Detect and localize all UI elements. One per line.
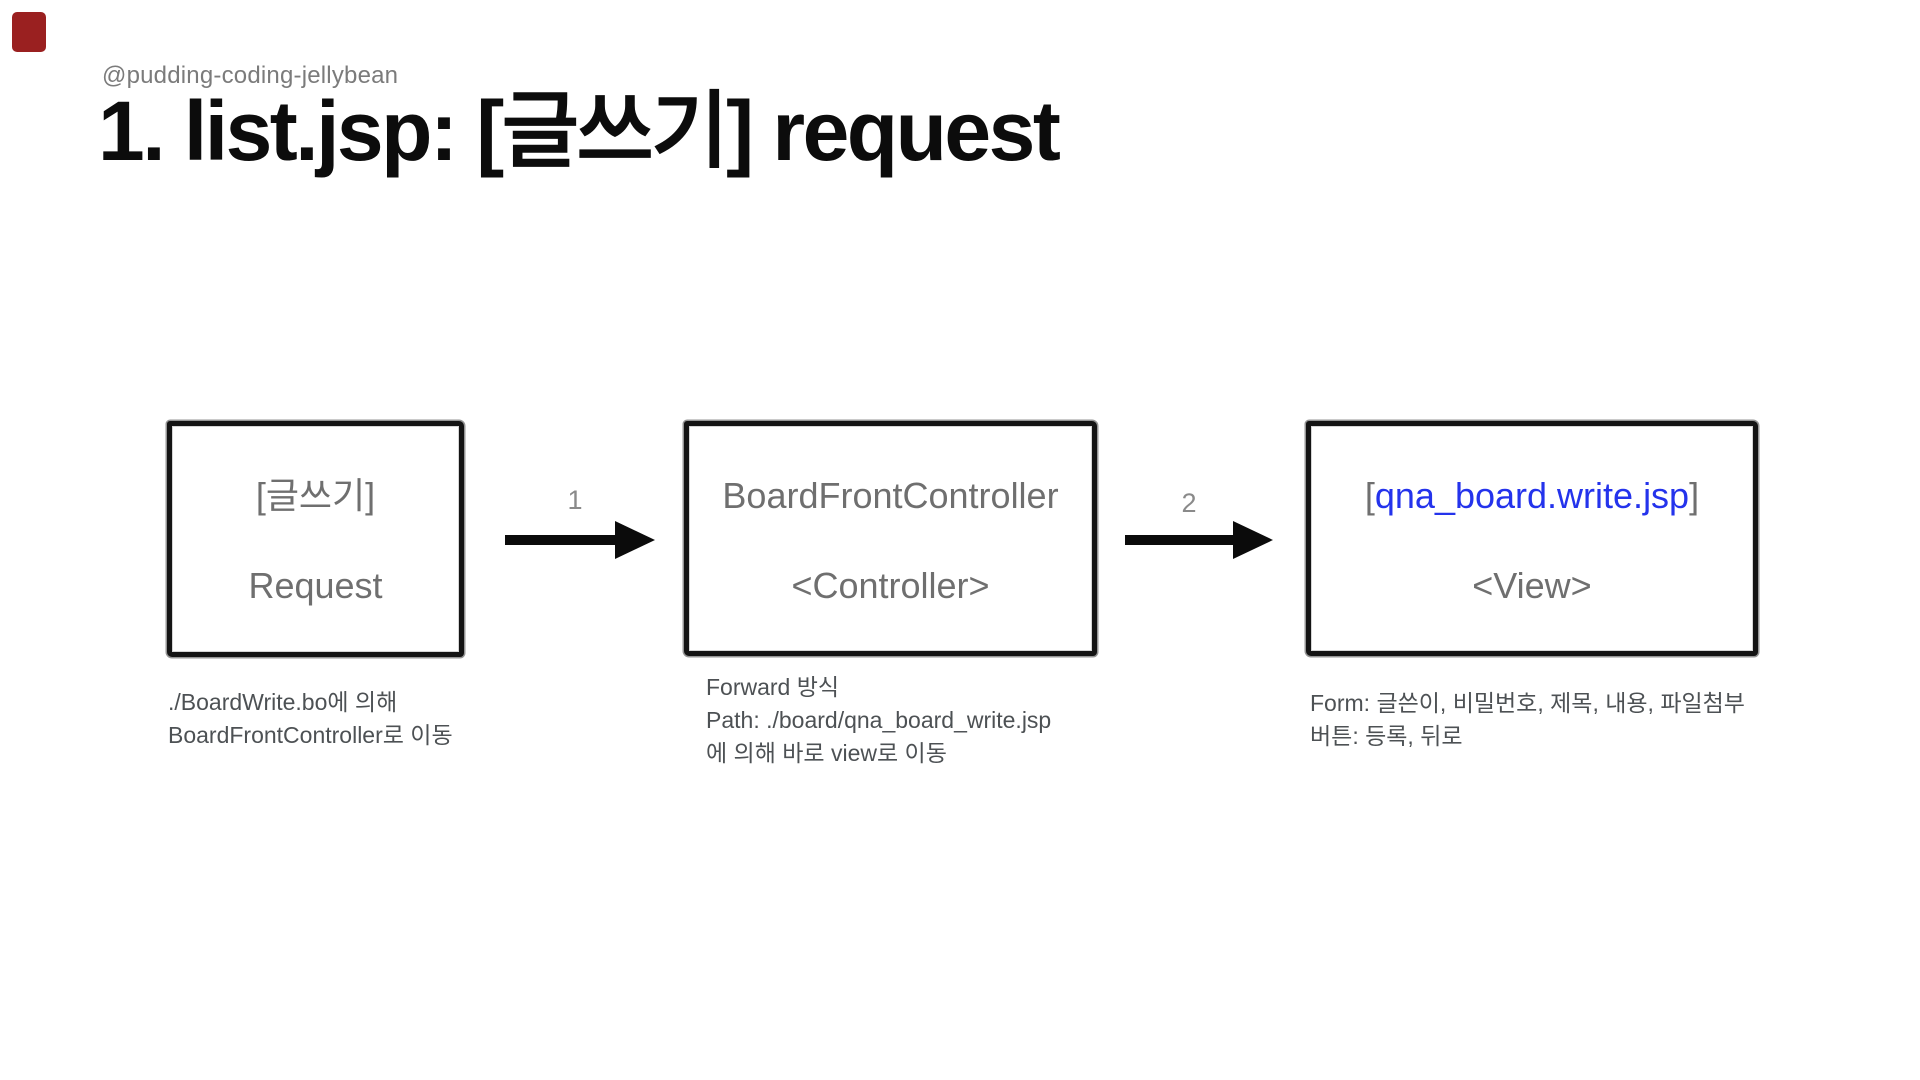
slide-accent-mark <box>12 12 46 52</box>
node-view-caption: Form: 글쓴이, 비밀번호, 제목, 내용, 파일첨부 버튼: 등록, 뒤로 <box>1310 687 1745 753</box>
caption-line: Form: 글쓴이, 비밀번호, 제목, 내용, 파일첨부 <box>1310 690 1745 716</box>
caption-line: BoardFrontController로 이동 <box>168 722 453 748</box>
arrow-shaft <box>1125 535 1237 545</box>
node-request-caption: ./BoardWrite.bo에 의해 BoardFrontController… <box>168 686 453 752</box>
page-title: 1. list.jsp: [글쓰기] request <box>98 84 1061 178</box>
node-view-type: <View> <box>1472 565 1592 606</box>
node-controller-type: <Controller> <box>791 565 990 606</box>
caption-line: 에 의해 바로 view로 이동 <box>706 740 947 766</box>
arrow-shaft <box>505 535 619 545</box>
arrow-1-label: 1 <box>567 485 583 515</box>
caption-line: Forward 방식 <box>706 674 840 700</box>
node-request-type: Request <box>248 565 383 606</box>
caption-line: ./BoardWrite.bo에 의해 <box>168 689 398 715</box>
flow-arrow-2 <box>1125 521 1273 559</box>
view-file-name: qna_board.write.jsp <box>1374 475 1690 516</box>
node-request-box: [글쓰기] Request <box>167 421 464 657</box>
flow-arrow-1 <box>505 521 655 559</box>
node-view-label: [qna_board.write.jsp] <box>1365 476 1699 516</box>
arrow-2-label: 2 <box>1181 488 1197 518</box>
bracket-open: [ <box>1364 475 1375 516</box>
caption-line: 버튼: 등록, 뒤로 <box>1310 723 1463 749</box>
node-request-label: [글쓰기] <box>255 475 376 516</box>
node-controller-label: BoardFrontController <box>722 475 1059 516</box>
node-controller-caption: Forward 방식 Path: ./board/qna_board_write… <box>706 671 1051 770</box>
arrowhead-icon <box>615 521 655 559</box>
node-controller-box: BoardFrontController <Controller> <box>684 421 1097 656</box>
caption-line: Path: ./board/qna_board_write.jsp <box>706 707 1052 733</box>
bracket-close: ] <box>1689 475 1700 516</box>
author-handle: @pudding-coding-jellybean <box>102 62 399 89</box>
arrowhead-icon <box>1233 521 1273 559</box>
node-view-box: [qna_board.write.jsp] <View> <box>1306 421 1758 656</box>
